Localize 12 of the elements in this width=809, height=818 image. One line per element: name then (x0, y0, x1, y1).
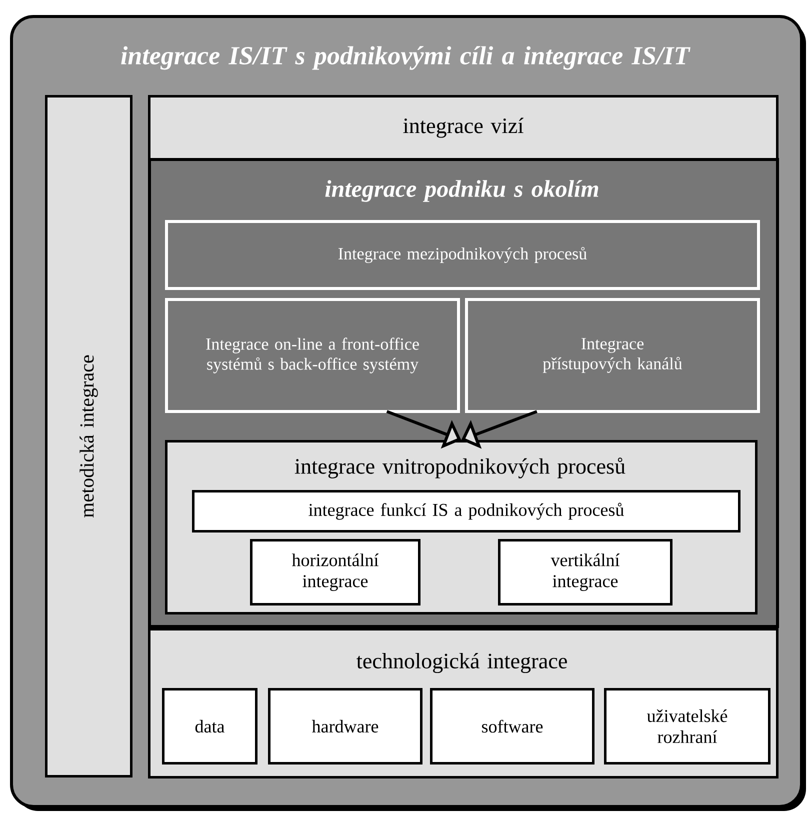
component-box: software (430, 688, 594, 764)
side-band: metodická integrace (45, 95, 132, 778)
component-box: hardware (268, 688, 422, 764)
band: integrace vizí (148, 95, 778, 160)
process-box: Integrace on-line a front-office systémů s back-office systémy (165, 298, 460, 413)
component-box: uživatelské rozhraní (604, 688, 770, 764)
process-box: horizontální integrace (250, 539, 420, 606)
component-box: data (162, 688, 258, 764)
process-box: Integrace přístupových kanálů (465, 298, 760, 413)
process-box: Integrace mezipodnikových procesů (165, 220, 760, 290)
process-box: vertikální integrace (498, 539, 672, 606)
process-box: integrace funkcí IS a podnikových procesů (192, 490, 740, 532)
